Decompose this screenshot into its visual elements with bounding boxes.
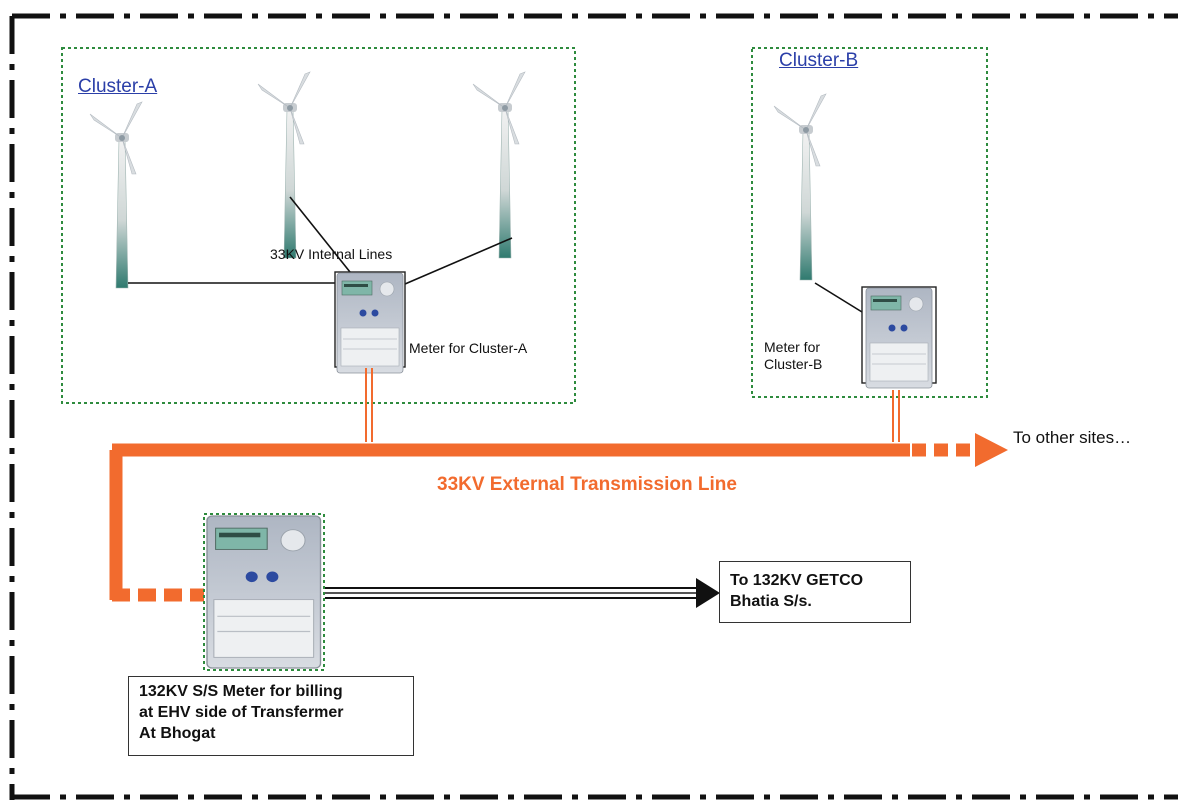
meter-cluster-b-label-line: Meter for — [764, 339, 821, 355]
getco-text-line: To 132KV GETCO — [730, 572, 864, 589]
external-transmission-line — [109, 443, 910, 600]
billing-meter-text-line: 132KV S/S Meter for billing — [139, 683, 343, 700]
getco-text-line: Bhatia S/s. — [730, 593, 812, 610]
wind-turbine-icon — [773, 93, 827, 281]
wind-turbine-icon — [257, 71, 311, 259]
billing-meter-text-line: At Bhogat — [139, 725, 216, 742]
internal-lines-label: 33KV Internal Lines — [270, 246, 393, 262]
cluster-a-title: Cluster-A — [78, 76, 158, 97]
transmission-line-label: 33KV External Transmission Line — [437, 474, 737, 495]
meter-drop-lines — [365, 368, 900, 442]
to-getco-arrow — [325, 578, 720, 608]
meter-cluster-a-icon — [336, 272, 404, 374]
billing-meter-textbox: 132KV S/S Meter for billing at EHV side … — [128, 676, 414, 756]
wind-turbine-icon — [472, 71, 526, 259]
meter-cluster-a-label: Meter for Cluster-A — [409, 340, 528, 356]
internal-lines — [128, 196, 863, 313]
meter-cluster-b-label-line: Cluster-B — [764, 356, 823, 372]
to-other-sites-label: To other sites… — [1013, 428, 1132, 447]
cluster-b-boundary — [751, 47, 988, 398]
to-other-sites-arrow — [975, 433, 1008, 467]
getco-textbox: To 132KV GETCO Bhatia S/s. — [719, 561, 911, 623]
billing-meter-text-line: at EHV side of Transfermer — [139, 704, 344, 721]
meter-cluster-b-label: Meter for Cluster-B — [764, 339, 822, 373]
billing-meter-icon — [206, 515, 322, 669]
outer-boundary-frame — [9, 13, 1178, 800]
wind-turbine-icon — [89, 101, 143, 289]
cluster-a-boundary — [61, 47, 576, 404]
cluster-b-title: Cluster-B — [779, 50, 859, 71]
meter-cluster-b-icon — [865, 287, 933, 389]
